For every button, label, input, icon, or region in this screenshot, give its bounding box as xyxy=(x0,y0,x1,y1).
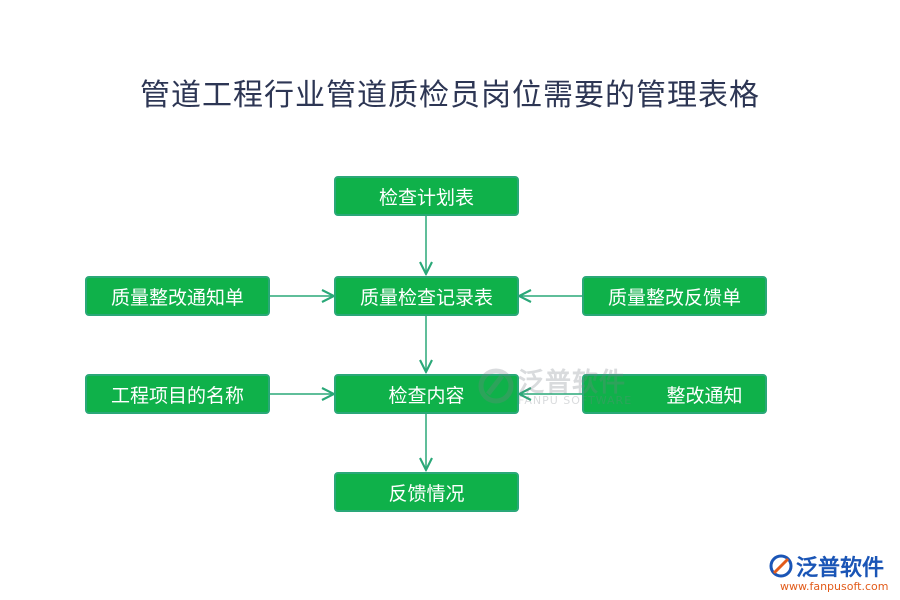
brand-name: 泛普软件 xyxy=(796,556,885,581)
node-feedback-status: 反馈情况 xyxy=(334,472,519,512)
brand-logo-icon xyxy=(769,554,793,578)
node-rectification-feedback-form: 质量整改反馈单 xyxy=(582,276,767,316)
brand-url: www.fanpusoft.com xyxy=(780,580,889,593)
brand-logo: 泛普软件 www.fanpusoft.com xyxy=(768,550,894,596)
node-rectification-notice-form: 质量整改通知单 xyxy=(85,276,270,316)
node-project-name: 工程项目的名称 xyxy=(85,374,270,414)
page-title: 管道工程行业管道质检员岗位需要的管理表格 xyxy=(140,78,760,113)
node-inspection-plan: 检查计划表 xyxy=(334,176,519,216)
node-rectification-notice: 整改通知 xyxy=(582,374,767,414)
node-inspection-content: 检查内容 xyxy=(334,374,519,414)
node-inspection-record: 质量检查记录表 xyxy=(334,276,519,316)
